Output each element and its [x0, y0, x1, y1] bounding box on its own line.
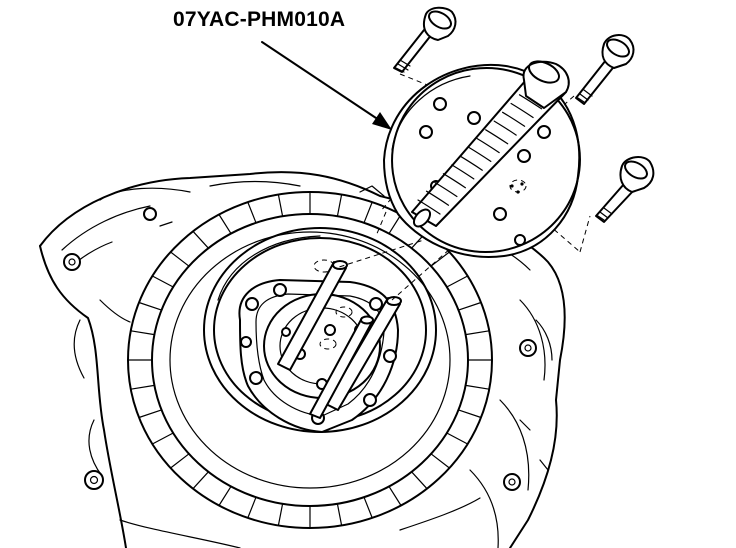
- gear-tooth: [411, 471, 428, 490]
- gear-tooth: [336, 194, 343, 217]
- gear-tooth: [151, 275, 174, 288]
- gear-tooth: [170, 453, 190, 469]
- gear-tooth: [151, 432, 174, 445]
- screw-thread: [485, 129, 509, 145]
- gear-tooth: [465, 384, 490, 390]
- transmission-housing: [39, 171, 566, 548]
- gear-tooth: [446, 275, 469, 288]
- gear-tooth: [277, 194, 284, 217]
- gear-tooth: [363, 496, 373, 519]
- part-number-label: 07YAC-PHM010A: [173, 8, 346, 31]
- bolt-right: [595, 156, 655, 223]
- screw-thread: [425, 190, 450, 206]
- gear-tooth: [336, 503, 343, 527]
- gear-tooth: [192, 230, 209, 249]
- gear-tooth: [457, 301, 482, 311]
- gear-tooth: [430, 251, 450, 267]
- gear-tooth: [130, 330, 155, 336]
- gear-tooth: [465, 330, 490, 336]
- screw-thread: [502, 111, 526, 127]
- gear-tooth: [446, 432, 469, 445]
- gear-ring: [127, 191, 493, 529]
- screw-thread: [459, 155, 483, 171]
- gear-tooth: [430, 453, 450, 469]
- screw-thread: [518, 94, 543, 110]
- screw-thread: [417, 199, 441, 215]
- gear-tooth: [218, 485, 232, 507]
- gear-tooth: [138, 409, 163, 419]
- screw-thread: [442, 173, 466, 189]
- gear-tooth: [363, 201, 373, 224]
- gear-tooth: [277, 503, 284, 527]
- puller-shafts: [277, 260, 402, 419]
- gear-tooth: [130, 384, 155, 390]
- leader-arrow: [261, 41, 392, 130]
- screw-thread: [468, 146, 492, 162]
- screw-thread: [476, 138, 500, 154]
- gear-tooth: [247, 496, 257, 519]
- screw-thread: [451, 164, 475, 180]
- gear-tooth: [138, 301, 163, 311]
- gear-tooth: [457, 409, 482, 419]
- screw-thread: [493, 120, 517, 136]
- gear-tooth: [388, 213, 402, 235]
- screw-thread: [510, 102, 534, 119]
- forcing-screw: [411, 60, 570, 228]
- gear-tooth: [218, 213, 232, 235]
- bolt-top-right: [575, 34, 635, 105]
- gear-tooth: [170, 251, 190, 267]
- screw-thread: [434, 181, 458, 198]
- gear-tooth: [192, 471, 209, 490]
- gear-tooth: [388, 485, 402, 507]
- bolt-top-left: [393, 6, 457, 73]
- gear-tooth: [247, 201, 257, 224]
